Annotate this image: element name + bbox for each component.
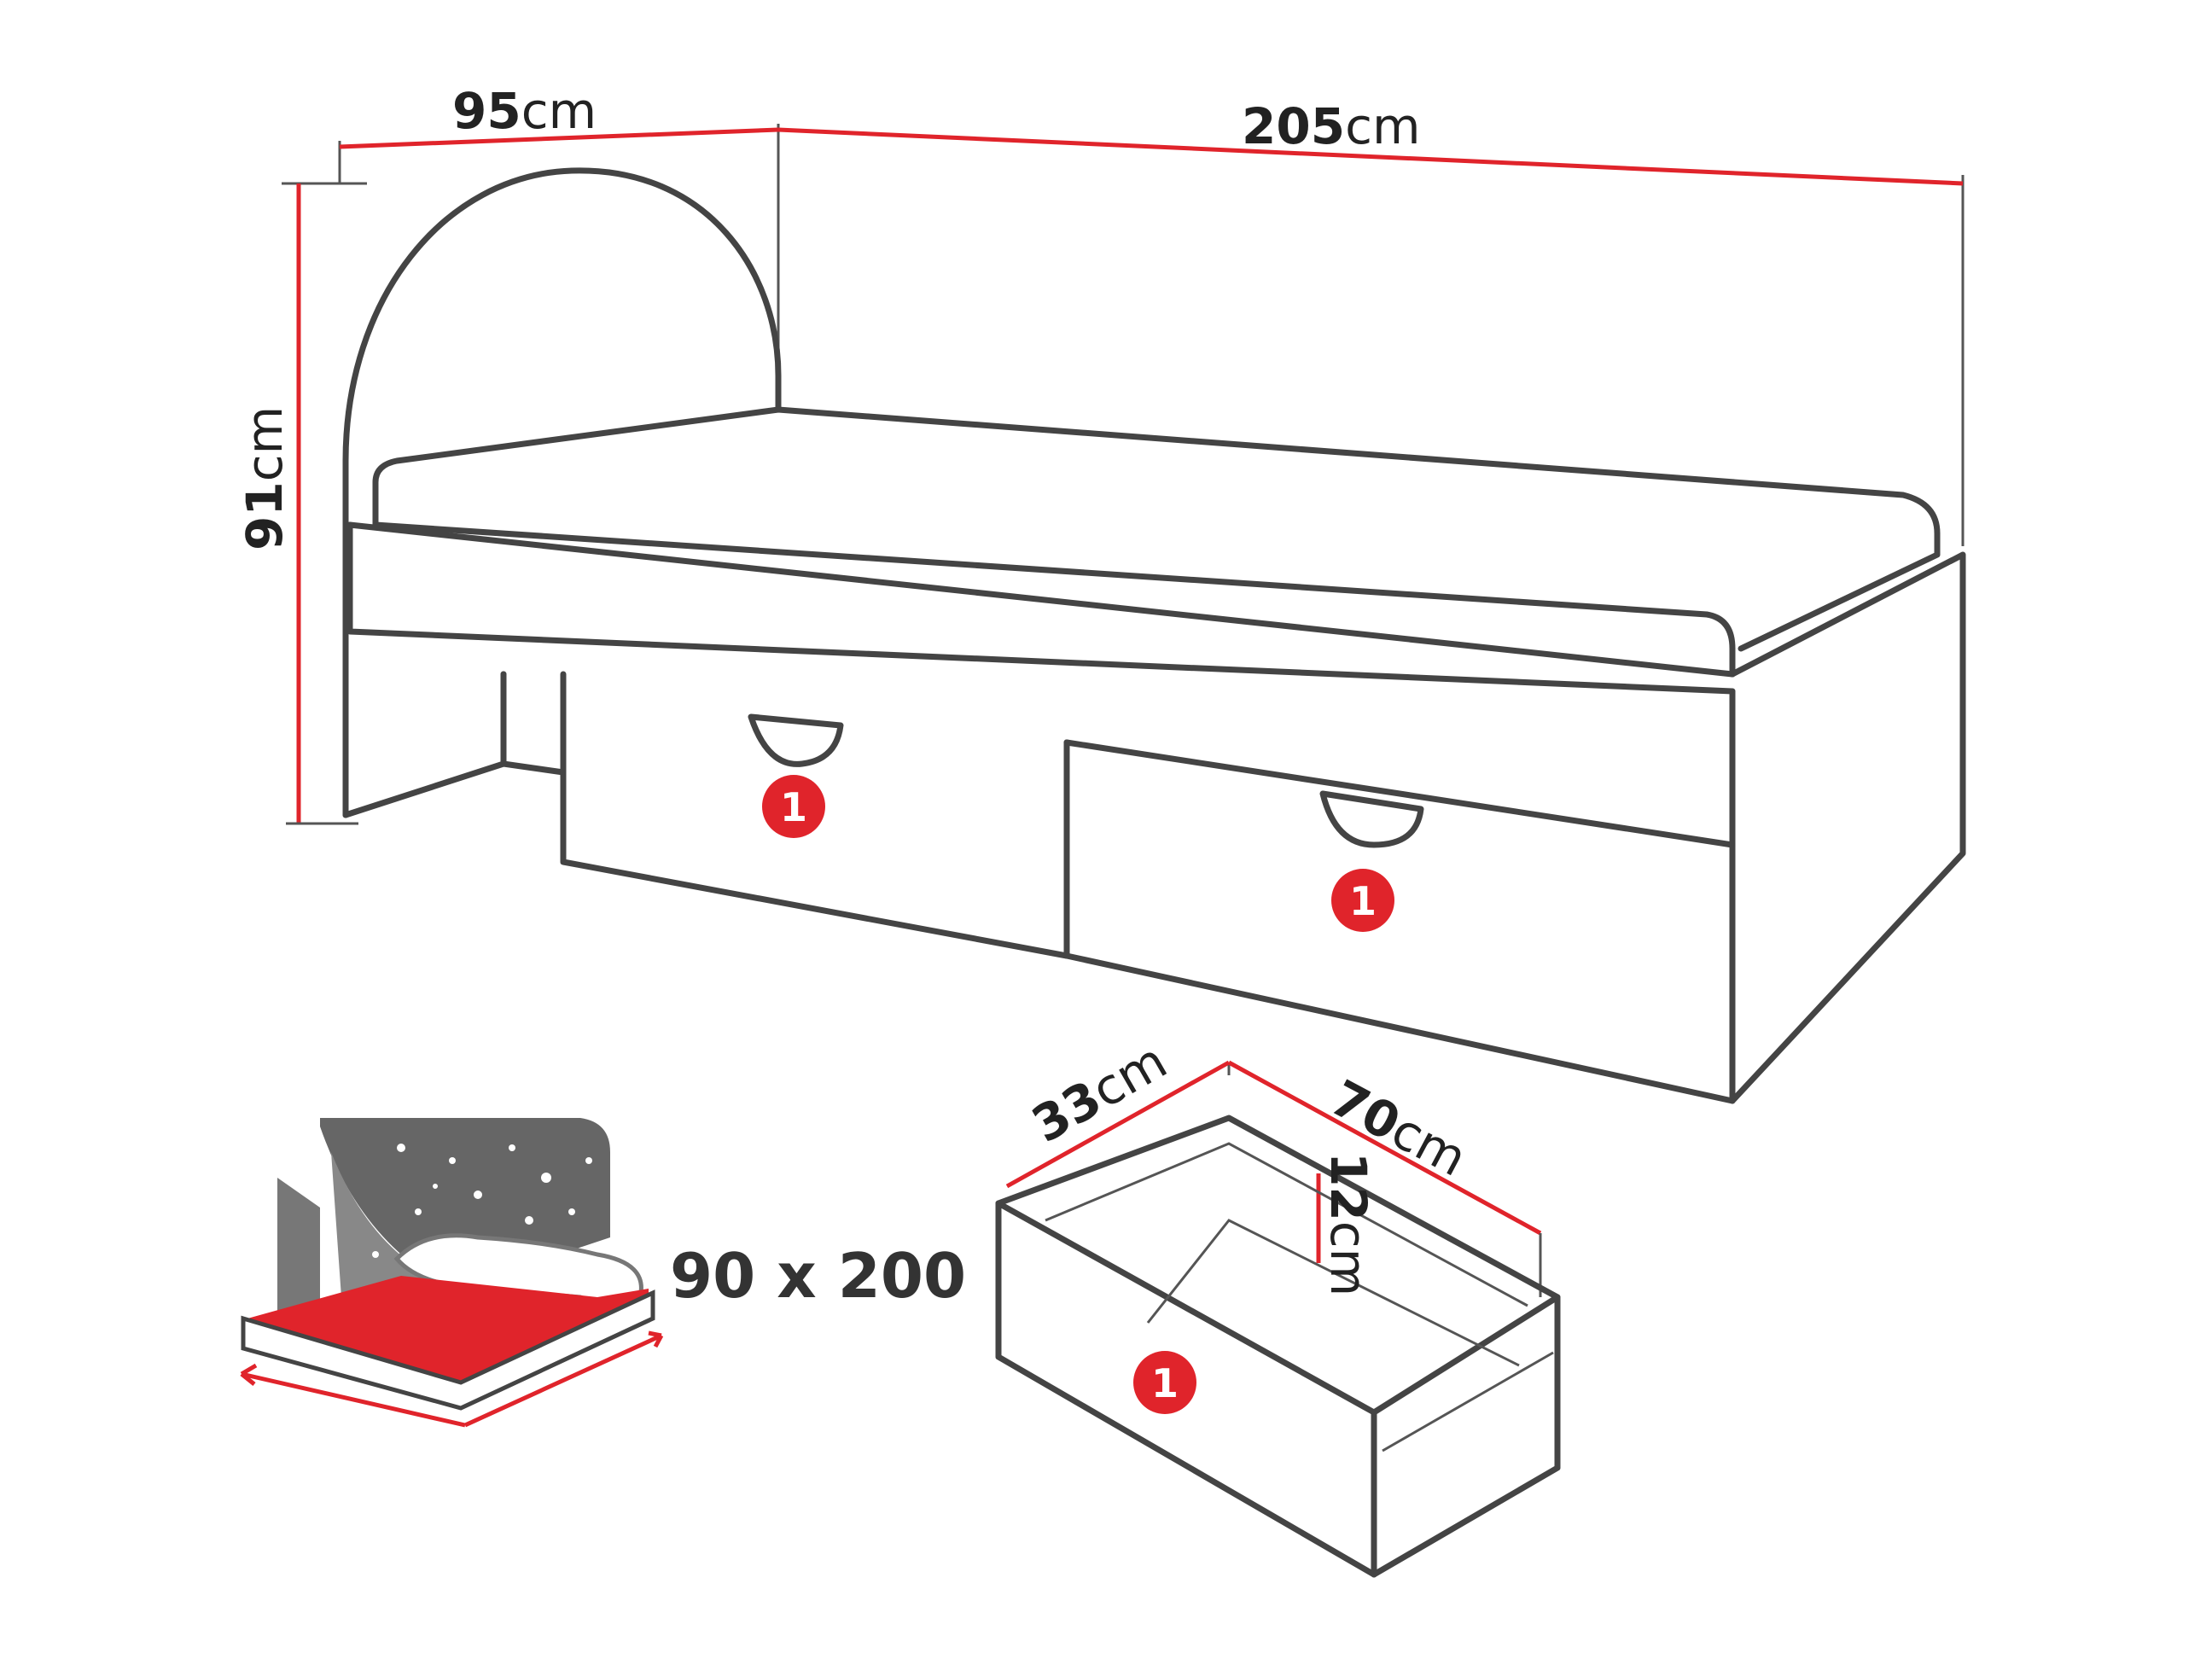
drawer-badge-left: 1 [762,775,825,838]
badge-text: 1 [1349,878,1377,924]
width-dimension-line [339,127,779,149]
dimension-lines [282,124,1965,825]
mattress [372,406,1941,652]
stars [372,1144,592,1258]
drawer-detail-badge: 1 [1133,1351,1196,1414]
length-label: 205cm [1242,97,1420,155]
drawer-length-line [1227,1060,1542,1236]
height-label: 91cm [236,406,294,550]
mattress-thumbnail [240,1118,664,1428]
drawer-handle-left [748,713,844,767]
red-sheet [247,1276,649,1382]
width-label: 95cm [452,82,597,140]
headboard [342,167,782,818]
drawer-height-label: 12cm [1319,1152,1377,1296]
badge-text: 1 [780,784,807,830]
length-dimension-line [777,127,1964,186]
bed-frame [342,167,1966,1104]
drawer-handle-right [1319,790,1424,848]
drawer-depth-line [1005,1060,1231,1189]
mattress-size-label: 90 x 200 [670,1240,966,1312]
badge-text: 1 [1151,1360,1179,1406]
drawer-badge-right: 1 [1331,869,1394,932]
drawer-right [1063,739,1736,1104]
drawer-detail [995,1060,1561,1578]
